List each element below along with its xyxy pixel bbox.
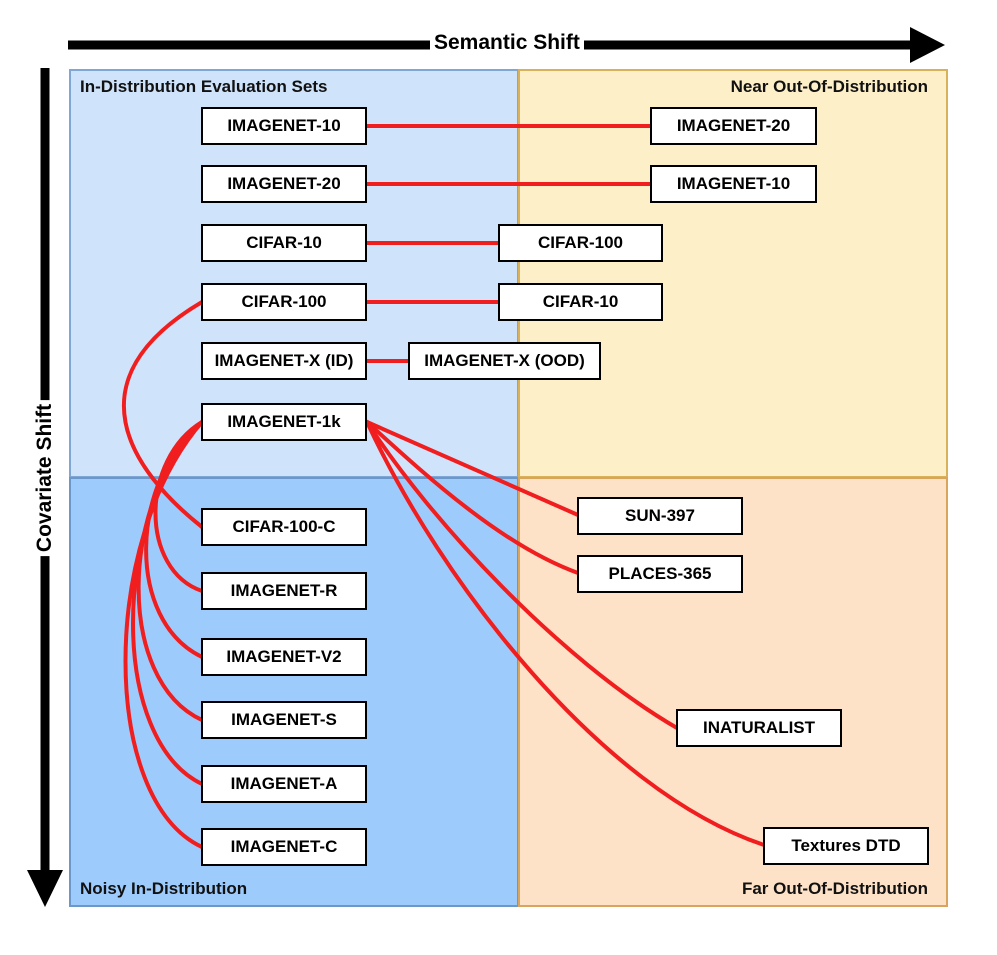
node-imagenet-x-ood: IMAGENET-X (OOD) <box>408 342 601 380</box>
far-ood-label: Far Out-Of-Distribution <box>741 879 928 898</box>
near-ood-label: Near Out-Of-Distribution <box>730 77 928 96</box>
node-imagenet-1k: IMAGENET-1k <box>201 403 367 441</box>
node-imagenet-20-id: IMAGENET-20 <box>201 165 367 203</box>
node-imagenet-20-ood: IMAGENET-20 <box>650 107 817 145</box>
node-cifar-100-id: CIFAR-100 <box>201 283 367 321</box>
node-cifar-100-c: CIFAR-100-C <box>201 508 367 546</box>
node-imagenet-x-id: IMAGENET-X (ID) <box>201 342 367 380</box>
noisy-id-label: Noisy In-Distribution <box>80 879 248 898</box>
node-imagenet-10-id: IMAGENET-10 <box>201 107 367 145</box>
node-imagenet-10-ood: IMAGENET-10 <box>650 165 817 203</box>
node-imagenet-s: IMAGENET-S <box>201 701 367 739</box>
node-imagenet-v2: IMAGENET-V2 <box>201 638 367 676</box>
node-inaturalist: INATURALIST <box>676 709 842 747</box>
node-imagenet-c: IMAGENET-C <box>201 828 367 866</box>
in-distribution-label: In-Distribution Evaluation Sets <box>80 77 328 96</box>
covariate-shift-arrowhead <box>27 870 63 907</box>
node-cifar-100-ood: CIFAR-100 <box>498 224 663 262</box>
covariate-shift-label: Covariate Shift <box>33 399 57 557</box>
edge-imagenet1k-imagenet-c <box>123 420 204 849</box>
node-places-365: PLACES-365 <box>577 555 743 593</box>
edge-imagenet1k-sun397 <box>365 420 580 517</box>
semantic-shift-label: Semantic Shift <box>430 31 584 55</box>
node-cifar-10-id: CIFAR-10 <box>201 224 367 262</box>
edge-imagenet1k-textures <box>365 420 766 847</box>
edge-imagenet1k-places365 <box>365 420 580 575</box>
node-sun-397: SUN-397 <box>577 497 743 535</box>
semantic-shift-arrowhead <box>910 27 945 63</box>
node-textures-dtd: Textures DTD <box>763 827 929 865</box>
edge-cifar100-cifar100c <box>121 300 204 529</box>
node-imagenet-r: IMAGENET-R <box>201 572 367 610</box>
edge-imagenet1k-inaturalist <box>365 420 679 730</box>
node-imagenet-a: IMAGENET-A <box>201 765 367 803</box>
node-cifar-10-ood: CIFAR-10 <box>498 283 663 321</box>
edge-imagenet1k-imagenet-r <box>153 420 204 593</box>
